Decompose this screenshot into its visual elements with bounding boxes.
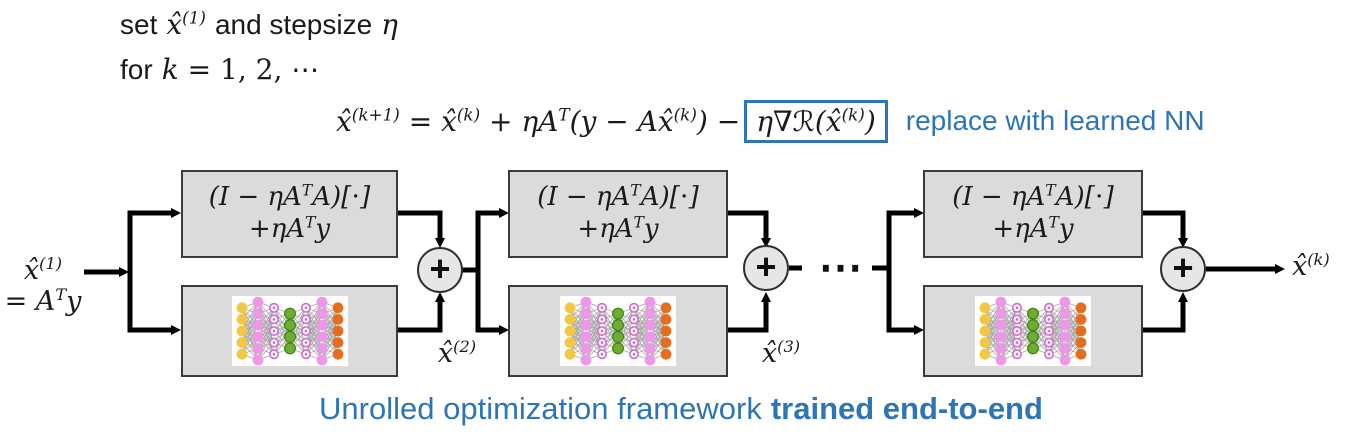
equation-main: x̂(k+1) = x̂(k) + ηAT(y − Ax̂(k)) − [336, 104, 741, 138]
stage2-estimate-label: x̂(2) [437, 337, 477, 369]
input-label-line1: x̂(1) [23, 254, 63, 286]
nn-network-svg [975, 296, 1091, 366]
linear-box2-line1: (I − ηATA)[⋅] [537, 181, 699, 213]
linear-box3-line1: (I − ηATA)[⋅] [952, 181, 1114, 213]
set-keyword: set [120, 9, 158, 40]
nn-block-box-1 [181, 285, 398, 377]
linear-box1-line2: +ηATy [248, 213, 331, 244]
pseudocode-for-line: for k = 1, 2, ⋯ [120, 49, 319, 91]
caption-normal-text: Unrolled optimization framework [319, 391, 762, 426]
linear1-to-sum1-arrow [398, 210, 445, 248]
linear-box3-line2: +ηATy [992, 213, 1074, 244]
plus-sign: + [755, 245, 777, 287]
stepsize-symbol: η [381, 8, 398, 41]
linear-box2-line2: +ηATy [577, 213, 659, 244]
replace-with-nn-annotation: replace with learned NN [905, 105, 1205, 136]
caption-bold-text: trained end-to-end [770, 391, 1043, 426]
plus-sign: + [429, 247, 451, 289]
for-keyword: for [120, 54, 153, 85]
sum-node-2: + [743, 245, 789, 291]
nn-network-svg [231, 296, 348, 366]
nn-icon [231, 296, 348, 366]
linear-operator-box-2: (I − ηATA)[⋅] +ηATy [508, 170, 728, 258]
set-middle-text: and stepsize [214, 9, 373, 40]
linear-box1-line1: (I − ηATA)[⋅] [208, 181, 371, 213]
update-equation: x̂(k+1) = x̂(k) + ηAT(y − Ax̂(k)) − η∇ℛ(… [336, 94, 1205, 148]
nn2-to-sum2-arrow [728, 292, 771, 333]
nn-block-box-2 [508, 285, 728, 377]
stage3-estimate-label: x̂(3) [761, 337, 801, 369]
linear2-to-sum2-arrow [728, 210, 771, 248]
for-variable: k [161, 53, 179, 86]
nn1-to-sum1-arrow [398, 292, 445, 333]
linear3-to-sum3-arrow [1143, 210, 1188, 248]
input-label-line2: = ATy [4, 285, 82, 317]
sum-node-3: + [1160, 246, 1206, 292]
sum-node-1: + [417, 247, 463, 293]
linear-operator-box-1: (I − ηATA)[⋅] +ηATy [181, 170, 398, 258]
input-label: x̂(1) = ATy [0, 255, 86, 317]
linear-operator-box-3: (I − ηATA)[⋅] +ηATy [923, 170, 1143, 258]
set-variable: x̂(1) [166, 7, 206, 41]
plus-sign: + [1172, 246, 1194, 288]
continuation-ellipsis: ⋯ [818, 243, 864, 292]
pseudocode-set-line: set x̂(1) and stepsize η [120, 4, 398, 46]
highlight-box-regularizer-term: η∇ℛ(x̂(k)) [744, 99, 888, 143]
nn-block-box-3 [923, 285, 1143, 377]
nn-icon [560, 296, 676, 366]
nn3-to-sum3-arrow [1143, 292, 1188, 333]
nn-network-svg [560, 296, 676, 366]
for-range: = 1, 2, ⋯ [187, 53, 320, 86]
output-label: x̂(k) [1292, 250, 1330, 282]
nn-icon [975, 296, 1091, 366]
